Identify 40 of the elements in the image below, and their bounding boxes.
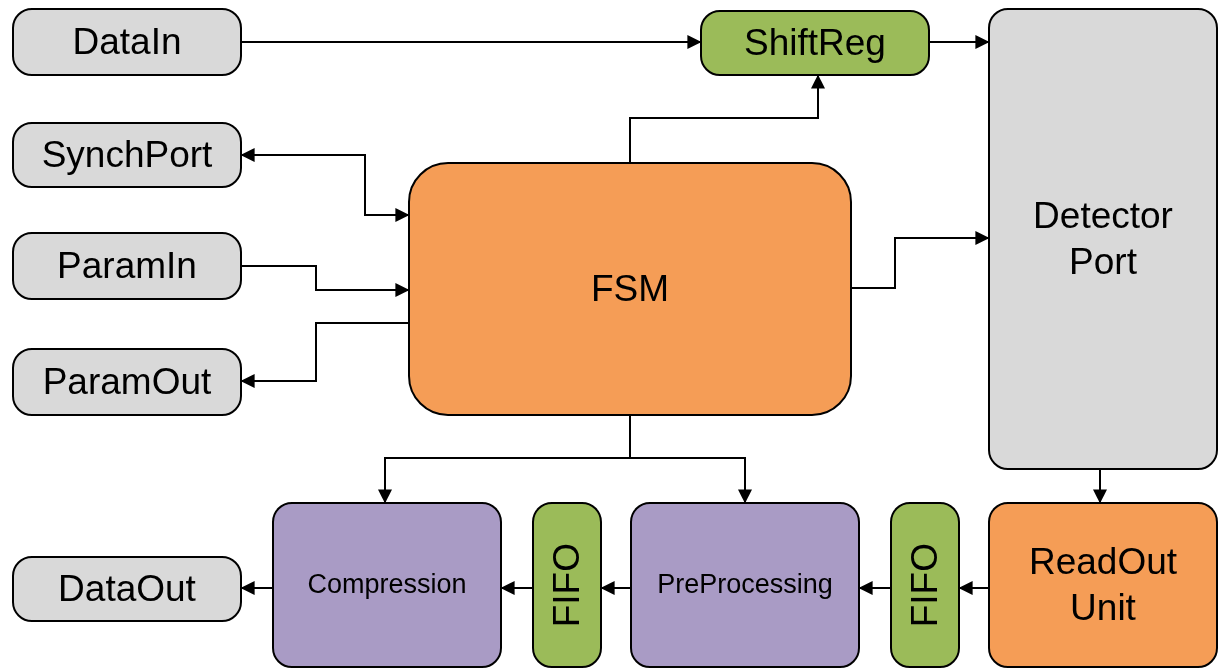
node-label: FIFO (544, 541, 588, 630)
process-box (630, 502, 860, 668)
node-label: FIFO (902, 541, 946, 630)
arrow (629, 415, 752, 504)
port-box (12, 348, 242, 416)
port-box (12, 8, 242, 76)
node-label: SynchPort (40, 132, 214, 177)
node-label: DataOut (57, 566, 197, 611)
node-label: ParamIn (56, 243, 198, 288)
process-box (272, 502, 502, 668)
arrow (240, 148, 410, 222)
node-label: FSM (589, 266, 671, 311)
unit-box (988, 502, 1218, 668)
register-box (700, 10, 930, 76)
node-label: ParamOut (41, 359, 213, 404)
arrow (629, 74, 825, 163)
port-box (12, 232, 242, 300)
arrow (500, 581, 533, 595)
node-label: DataIn (71, 19, 183, 64)
node-label: Compression (306, 568, 468, 602)
port-box (12, 122, 242, 188)
arrow (929, 35, 990, 49)
arrow (241, 265, 410, 297)
fifo-box (532, 502, 602, 668)
node-label: PreProcessing (656, 568, 834, 602)
port-box (12, 556, 242, 622)
port-box (988, 8, 1218, 470)
arrow (851, 231, 990, 289)
state-machine-box (408, 162, 852, 416)
arrow (240, 581, 273, 595)
arrow (241, 35, 702, 49)
node-label: Detector Port (1032, 193, 1174, 284)
arrow (958, 581, 989, 595)
fifo-box (890, 502, 960, 668)
node-label: ReadOut Unit (1027, 539, 1179, 630)
arrow (600, 581, 631, 595)
arrow (858, 581, 891, 595)
arrow (1093, 469, 1107, 504)
arrow (240, 322, 409, 388)
node-label: ShiftReg (743, 20, 887, 65)
